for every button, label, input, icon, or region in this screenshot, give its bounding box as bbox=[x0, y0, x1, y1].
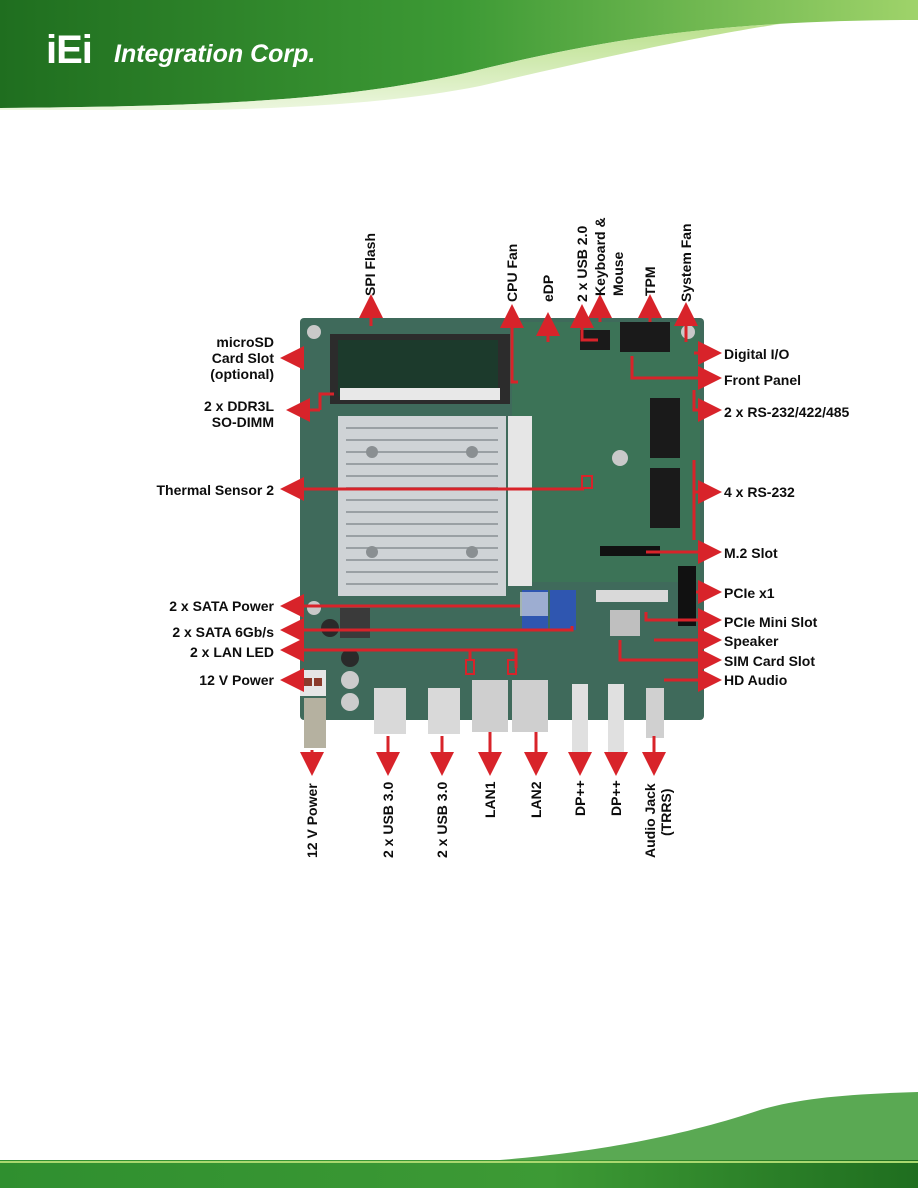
label-rs232: 4 x RS-232 bbox=[724, 484, 795, 500]
motherboard-image bbox=[300, 318, 704, 752]
label-audio-jack-line1: Audio Jack bbox=[642, 783, 658, 858]
label-edp: eDP bbox=[540, 274, 556, 302]
label-m2-slot: M.2 Slot bbox=[724, 545, 778, 561]
label-spi-flash: SPI Flash bbox=[362, 232, 378, 296]
label-sata-power: 2 x SATA Power bbox=[169, 598, 274, 614]
label-speaker: Speaker bbox=[724, 633, 779, 649]
label-12v-power: 12 V Power bbox=[199, 672, 274, 688]
label-system-fan: System Fan bbox=[678, 223, 694, 302]
label-microsd-line2: Card Slot bbox=[211, 350, 274, 366]
label-lan-led: 2 x LAN LED bbox=[189, 644, 274, 660]
label-pcie-x1: PCIe x1 bbox=[724, 585, 775, 601]
page-header-banner bbox=[0, 0, 918, 110]
label-microsd-line3: (optional) bbox=[210, 366, 274, 382]
label-digital-io: Digital I/O bbox=[724, 346, 790, 362]
label-tpm: TPM bbox=[642, 266, 658, 296]
label-12v-power-jack: 12 V Power bbox=[304, 783, 320, 858]
label-sata-6gb: 2 x SATA 6Gb/s bbox=[172, 624, 274, 640]
company-logo-mark: iEi bbox=[46, 28, 93, 72]
label-dp-b: DP++ bbox=[608, 780, 624, 816]
label-lan2: LAN2 bbox=[528, 781, 544, 818]
label-keyboard-mouse-line1: Keyboard & bbox=[592, 217, 608, 296]
label-usb30-a: 2 x USB 3.0 bbox=[380, 781, 396, 858]
label-front-panel: Front Panel bbox=[724, 372, 802, 388]
label-dp-a: DP++ bbox=[572, 780, 588, 816]
label-usb20: 2 x USB 2.0 bbox=[574, 225, 590, 302]
label-sim-card-slot: SIM Card Slot bbox=[724, 653, 816, 669]
label-ddr3l-line2: SO-DIMM bbox=[211, 414, 274, 430]
company-logo-text: Integration Corp. bbox=[114, 40, 316, 68]
label-hd-audio: HD Audio bbox=[724, 672, 788, 688]
label-keyboard-mouse-line2: Mouse bbox=[610, 251, 626, 296]
page-footer-banner bbox=[0, 1092, 918, 1188]
label-microsd-line1: microSD bbox=[216, 334, 274, 350]
label-cpu-fan: CPU Fan bbox=[504, 243, 520, 302]
label-audio-jack-line2: (TRRS) bbox=[658, 788, 674, 836]
label-pcie-mini-slot: PCIe Mini Slot bbox=[724, 614, 818, 630]
label-thermal-sensor: Thermal Sensor 2 bbox=[156, 482, 275, 498]
label-ddr3l-line1: 2 x DDR3L bbox=[203, 398, 274, 414]
label-usb30-b: 2 x USB 3.0 bbox=[434, 781, 450, 858]
label-lan1: LAN1 bbox=[482, 781, 498, 818]
label-rs232-422-485: 2 x RS-232/422/485 bbox=[724, 404, 850, 420]
